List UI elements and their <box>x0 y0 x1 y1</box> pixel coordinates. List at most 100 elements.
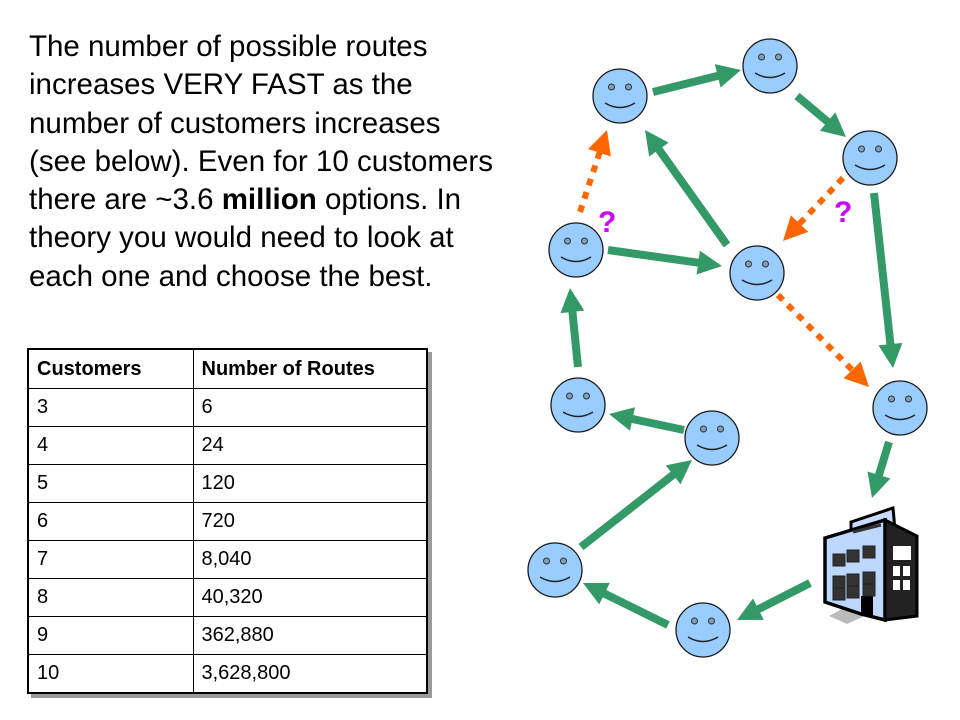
cell-customers: 5 <box>27 464 194 503</box>
right-eye <box>583 392 590 400</box>
mouth <box>884 414 916 421</box>
mouth <box>604 102 636 109</box>
face-circle <box>548 222 604 278</box>
header-number-of-routes: Number of Routes <box>192 348 428 389</box>
route-arrow-customer-6-to-depot-shaft <box>874 440 893 479</box>
left-eye <box>758 53 765 61</box>
alternative-arrow-customer-4-to-customer-1-shaft <box>577 149 603 213</box>
left-eye <box>564 237 571 245</box>
cell-customers: 9 <box>27 616 194 655</box>
customer-10-smiley-icon <box>675 602 731 658</box>
header-customers: Customers <box>27 348 194 389</box>
question-mark-left: ? <box>598 206 616 239</box>
customer-8-smiley-icon <box>684 410 740 466</box>
customer-1-smiley-icon <box>592 68 648 124</box>
route-arrow-customer-8-to-customer-7-head <box>609 407 635 431</box>
cell-routes: 120 <box>192 464 428 503</box>
right-eye <box>708 617 715 625</box>
customer-5-smiley-icon <box>729 245 785 301</box>
alternative-arrow-customer-3-to-customer-5 <box>783 175 846 241</box>
mouth <box>754 72 786 79</box>
face-circle <box>527 542 583 598</box>
side-window <box>893 566 900 576</box>
left-eye <box>745 260 752 268</box>
building-side <box>883 517 919 622</box>
cell-customers: 4 <box>27 426 194 465</box>
cell-customers: 6 <box>27 502 194 541</box>
side-window <box>893 580 900 590</box>
route-arrow-customer-4-to-customer-5-head <box>696 250 722 275</box>
intro-text-part1: The number of possible routes increases … <box>29 30 494 217</box>
route-arrow-customer-9-to-customer-8-shaft <box>578 470 678 551</box>
left-eye <box>888 395 895 403</box>
edges-layer <box>560 64 903 629</box>
route-arrow-customer-8-to-customer-7-shaft <box>629 414 685 434</box>
route-arrow-customer-3-to-customer-6 <box>870 192 903 368</box>
cell-customers: 10 <box>27 654 194 694</box>
customer-3-smiley-icon <box>842 130 898 186</box>
alternative-arrow-customer-5-to-customer-6-shaft <box>775 292 856 374</box>
face-circle <box>729 245 785 301</box>
left-eye <box>700 425 707 433</box>
intro-text-part2: options. In theory you would need to loo… <box>29 183 462 293</box>
building-sign <box>852 523 882 534</box>
front-window <box>862 583 876 597</box>
building-door <box>861 596 873 616</box>
right-eye <box>717 425 724 433</box>
customer-4-smiley-icon <box>548 222 604 278</box>
route-arrow-customer-9-to-customer-8 <box>578 460 692 551</box>
front-window <box>832 553 846 567</box>
route-arrow-customer-6-to-depot-head <box>867 471 891 498</box>
face-circle <box>592 68 648 124</box>
alternative-arrow-customer-5-to-customer-6 <box>775 292 869 387</box>
alternative-arrow-customer-4-to-customer-1 <box>577 130 611 213</box>
route-arrow-customer-7-to-customer-4-head <box>560 288 585 314</box>
route-arrow-customer-1-to-customer-2-head <box>714 64 741 88</box>
cell-routes: 720 <box>192 502 428 541</box>
mouth <box>687 636 719 643</box>
route-arrow-customer-9-to-customer-8-head <box>665 460 692 485</box>
intro-paragraph: The number of possible routes increases … <box>29 28 499 296</box>
alternative-arrow-customer-3-to-customer-5-shaft <box>796 175 846 228</box>
route-arrow-customer-3-to-customer-6-shaft <box>870 192 895 347</box>
front-window <box>862 545 876 559</box>
side-window <box>903 580 910 590</box>
mouth <box>854 164 886 171</box>
face-circle <box>742 38 798 94</box>
front-window <box>832 587 846 601</box>
front-window <box>846 549 860 563</box>
left-eye <box>858 145 865 153</box>
cell-customers: 7 <box>27 540 194 579</box>
route-arrow-customer-2-to-customer-3-head <box>819 112 846 137</box>
mouth <box>741 279 773 286</box>
front-window <box>846 573 860 587</box>
mouth <box>560 256 592 263</box>
route-arrow-customer-5-to-customer-1-head <box>645 130 669 157</box>
front-window <box>862 571 876 585</box>
cell-routes: 40,320 <box>192 578 428 617</box>
route-arrow-depot-to-customer-10 <box>737 579 812 620</box>
route-arrow-customer-3-to-customer-6-head <box>878 342 903 368</box>
face-circle <box>684 410 740 466</box>
right-eye <box>581 237 588 245</box>
side-window <box>893 546 911 560</box>
cell-routes: 6 <box>192 388 428 427</box>
route-arrow-customer-7-to-customer-4 <box>560 288 585 368</box>
right-eye <box>775 53 782 61</box>
front-window <box>846 585 860 599</box>
mouth <box>696 444 728 451</box>
route-arrow-customer-5-to-customer-1 <box>645 130 731 248</box>
customer-7-smiley-icon <box>550 377 606 433</box>
mouth <box>539 576 571 583</box>
route-arrow-customer-5-to-customer-1-shaft <box>654 145 731 248</box>
face-circle <box>842 130 898 186</box>
left-eye <box>691 617 698 625</box>
intro-bold-million: million <box>221 183 317 217</box>
alternative-arrow-customer-3-to-customer-5-head <box>783 215 809 241</box>
